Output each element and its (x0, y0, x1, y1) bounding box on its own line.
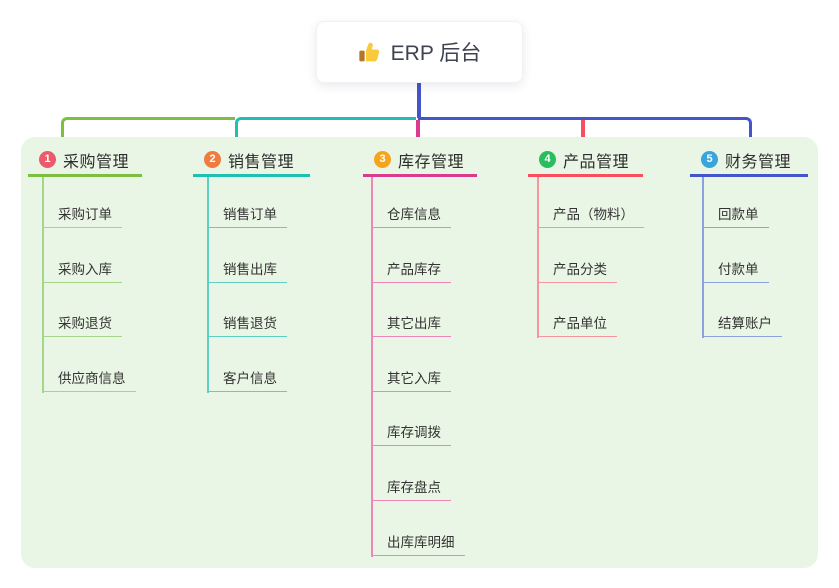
child-label: 采购退货 (58, 316, 112, 332)
child-label: 库存盘点 (387, 480, 441, 495)
child-node[interactable]: 销售退货 (207, 310, 287, 338)
child-node[interactable]: 付款单 (702, 256, 769, 283)
child-node[interactable]: 客户信息 (207, 365, 287, 392)
connector-branch-1 (61, 116, 236, 147)
branch-badge-5: 5 (701, 151, 718, 168)
child-node[interactable]: 回款单 (702, 201, 769, 228)
child-node[interactable]: 产品单位 (537, 310, 617, 338)
child-label: 其它入库 (387, 370, 441, 386)
child-node[interactable]: 出库库明细 (371, 529, 465, 556)
child-label: 销售订单 (223, 207, 277, 222)
child-label: 销售出库 (223, 261, 277, 277)
branch-trunk-5 (702, 177, 704, 339)
child-node[interactable]: 其它出库 (371, 310, 451, 338)
child-node[interactable]: 其它入库 (371, 365, 451, 392)
connector-branch-2 (235, 116, 417, 147)
branch-heading-4[interactable]: 4 产品管理 (528, 145, 643, 177)
child-label: 产品单位 (553, 316, 607, 332)
connector-branch-5 (418, 116, 752, 147)
child-node[interactable]: 采购退货 (42, 310, 122, 338)
branch-title: 采购管理 (63, 153, 130, 171)
child-node[interactable]: 供应商信息 (42, 365, 136, 392)
child-label: 产品库存 (387, 261, 441, 277)
child-label: 库存调拨 (387, 425, 441, 441)
connector-branch-4 (581, 119, 585, 147)
child-label: 采购入库 (58, 261, 112, 277)
branch-heading-2[interactable]: 2 销售管理 (193, 145, 310, 177)
child-label: 回款单 (718, 207, 759, 222)
child-label: 结算账户 (718, 316, 772, 332)
root-label: ERP 后台 (390, 42, 482, 65)
child-label: 供应商信息 (58, 370, 126, 386)
branch-trunk-2 (207, 177, 209, 393)
child-node[interactable]: 销售订单 (207, 201, 287, 228)
child-node[interactable]: 仓库信息 (371, 201, 451, 228)
branch-trunk-3 (371, 177, 373, 557)
child-node[interactable]: 库存盘点 (371, 474, 451, 501)
root-node[interactable]: ERP 后台 (316, 21, 523, 83)
branch-title: 库存管理 (398, 153, 465, 171)
branches-panel (21, 137, 818, 568)
child-node[interactable]: 产品分类 (537, 256, 617, 283)
child-node[interactable]: 库存调拨 (371, 419, 451, 447)
child-label: 仓库信息 (387, 207, 441, 222)
child-label: 采购订单 (58, 207, 112, 222)
child-node[interactable]: 采购订单 (42, 201, 122, 228)
child-node[interactable]: 结算账户 (702, 310, 782, 338)
branch-title: 财务管理 (725, 153, 792, 171)
thumbs-up-icon (358, 40, 382, 64)
child-node[interactable]: 产品库存 (371, 256, 451, 283)
child-label: 出库库明细 (387, 534, 455, 550)
branch-heading-1[interactable]: 1 采购管理 (28, 145, 142, 177)
branch-badge-4: 4 (539, 151, 556, 168)
child-label: 其它出库 (387, 316, 441, 332)
child-label: 产品分类 (553, 261, 607, 277)
root-connector (417, 83, 421, 118)
connector-branch-3 (416, 119, 420, 147)
branch-heading-5[interactable]: 5 财务管理 (690, 145, 808, 177)
branch-trunk-1 (42, 177, 44, 393)
branch-title: 销售管理 (228, 153, 295, 171)
branch-badge-2: 2 (204, 151, 221, 168)
child-node[interactable]: 采购入库 (42, 256, 122, 283)
branch-badge-1: 1 (39, 151, 56, 168)
child-node[interactable]: 产品（物料） (537, 201, 644, 228)
child-node[interactable]: 销售出库 (207, 256, 287, 283)
child-label: 付款单 (718, 261, 759, 277)
child-label: 销售退货 (223, 316, 277, 332)
branch-trunk-4 (537, 177, 539, 339)
child-label: 产品（物料） (553, 207, 634, 222)
branch-title: 产品管理 (563, 153, 630, 171)
branch-badge-3: 3 (374, 151, 391, 168)
child-label: 客户信息 (223, 370, 277, 386)
branch-heading-3[interactable]: 3 库存管理 (363, 145, 477, 177)
